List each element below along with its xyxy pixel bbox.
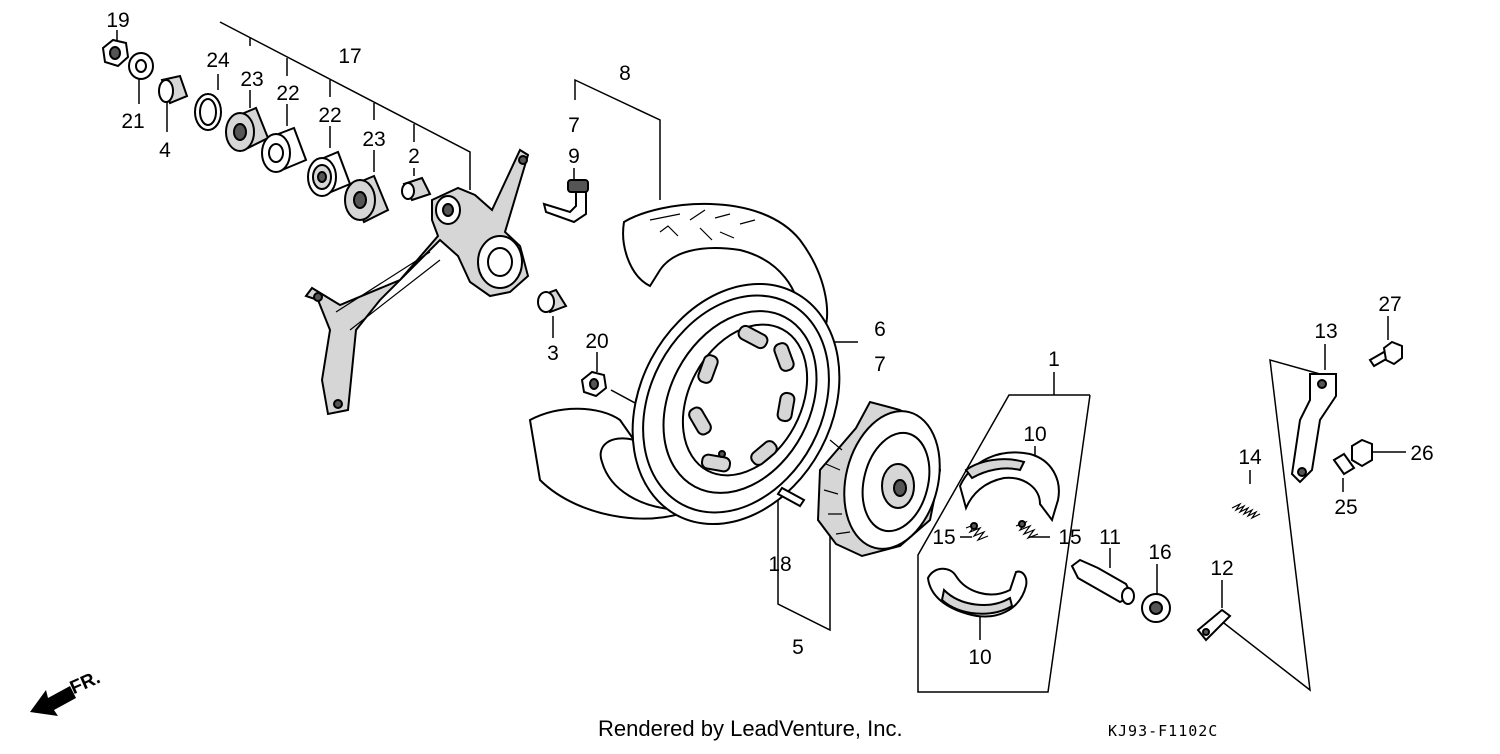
callout-19: 19 [106,9,129,32]
callout-10-upper: 10 [1023,423,1046,446]
part-9-air-valve [542,179,589,224]
callout-15-right: 15 [1058,526,1081,549]
part-11-brake-cam [1070,558,1135,605]
callout-9: 9 [568,145,580,168]
callout-16: 16 [1148,541,1171,564]
callout-11: 11 [1099,526,1121,549]
part-14-spring [1231,502,1261,520]
callout-18: 18 [768,553,791,576]
part-19-nut [101,38,130,68]
part-5-brake-drum [816,400,942,558]
callout-25: 25 [1334,496,1357,519]
part-22-bearing-right [307,150,352,197]
callout-1: 1 [1048,348,1060,371]
callout-22-left: 22 [276,82,299,105]
part-26-nut [1351,438,1373,468]
callout-24: 24 [206,49,230,72]
callout-20: 20 [585,330,608,353]
callout-7-rim: 7 [874,353,886,376]
callout-4: 4 [159,139,171,162]
part-2-collar [401,176,432,202]
callout-12: 12 [1210,557,1233,580]
part-25-joint [1332,452,1356,476]
front-direction-arrow-icon: FR. [30,667,103,716]
callout-23-left: 23 [240,68,263,91]
callout-6: 6 [874,318,886,341]
diagram-code: KJ93-F1102C [1108,722,1219,740]
callout-numbers: 19 21 4 24 23 22 22 23 17 2 3 20 8 7 9 6… [106,9,1433,669]
part-22-bearing-left [261,126,308,173]
part-15-spring-left [965,522,989,542]
callout-22-right: 22 [318,104,341,127]
callout-2: 2 [408,145,420,168]
callout-5: 5 [792,636,804,659]
part-23-oil-seal-right [344,174,390,224]
part-16-seal [1141,593,1171,623]
direction-label: FR. [67,667,104,699]
part-10-brake-shoe-upper [958,451,1060,523]
callout-23-right: 23 [362,128,385,151]
part-27-bolt [1368,340,1403,368]
callout-21: 21 [121,110,144,133]
part-15-spring-right [1015,520,1039,540]
part-8-tire-lower [528,407,701,520]
callout-26: 26 [1410,442,1433,465]
callout-15-left: 15 [932,526,955,549]
part-3-collar [537,288,568,314]
callout-27: 27 [1378,293,1401,316]
callout-13: 13 [1314,320,1337,343]
part-10-brake-shoe-lower [926,567,1028,618]
callout-17: 17 [338,45,361,68]
part-18-stud-bolt [776,486,806,508]
callout-10-lower: 10 [968,646,991,669]
part-4-collar [158,74,189,105]
swing-arm [304,148,530,416]
part-20-nut [580,370,608,398]
part-12-wear-indicator [1196,608,1232,642]
part-24-snap-ring [194,93,222,131]
part-6-wheel-rim [631,282,841,526]
callout-8: 8 [619,62,631,85]
callout-3: 3 [547,342,559,365]
part-13-brake-arm [1290,373,1337,484]
part-21-washer [128,52,154,80]
callout-14: 14 [1238,446,1262,469]
leader-lines [116,21,1406,693]
rendered-by-credit: Rendered by LeadVenture, Inc. [598,716,903,741]
part-23-oil-seal-left [225,106,270,152]
callout-7-top: 7 [568,114,580,137]
